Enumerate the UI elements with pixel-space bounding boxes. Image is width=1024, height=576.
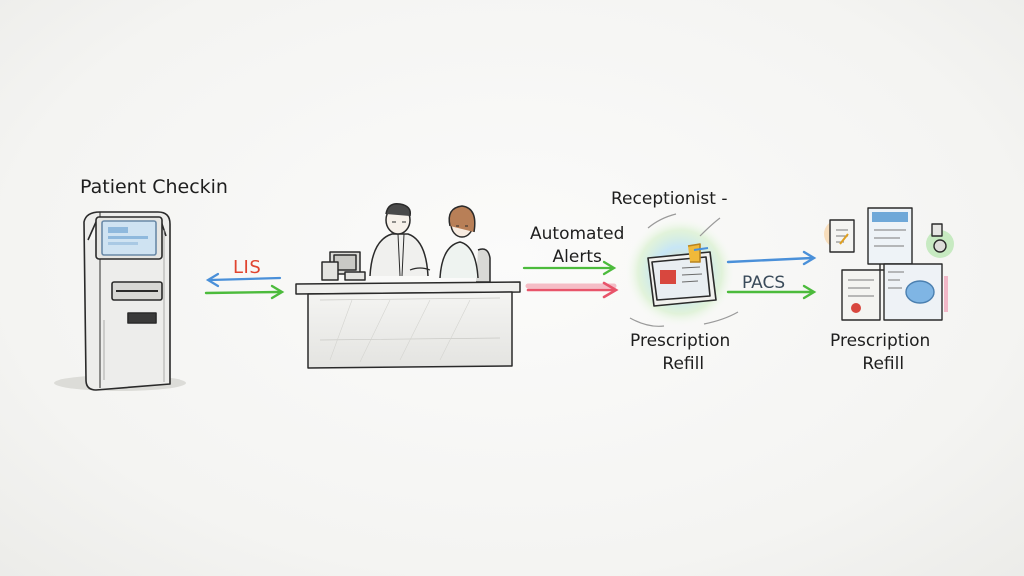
reception-desk-icon <box>295 202 521 369</box>
prescription-refill-label-right: Prescription Refill <box>830 331 931 374</box>
automated-alerts-label: Automated Alerts <box>530 224 625 267</box>
lis-label: LIS <box>233 257 262 278</box>
kiosk-icon <box>54 211 186 391</box>
patient-checkin-label: Patient Checkin <box>80 176 228 198</box>
receptionist-label: Receptionist - <box>611 189 728 209</box>
pacs-label: PACS <box>742 273 786 293</box>
central-device-icon <box>624 213 739 328</box>
receptionist-figure <box>439 205 491 283</box>
doctor-figure <box>369 202 429 277</box>
records-cluster-icon <box>824 207 954 321</box>
pacs-arrows <box>726 250 817 300</box>
alert-arrows <box>522 260 619 299</box>
prescription-refill-label: Prescription Refill <box>630 331 731 374</box>
lis-arrows <box>204 272 285 300</box>
